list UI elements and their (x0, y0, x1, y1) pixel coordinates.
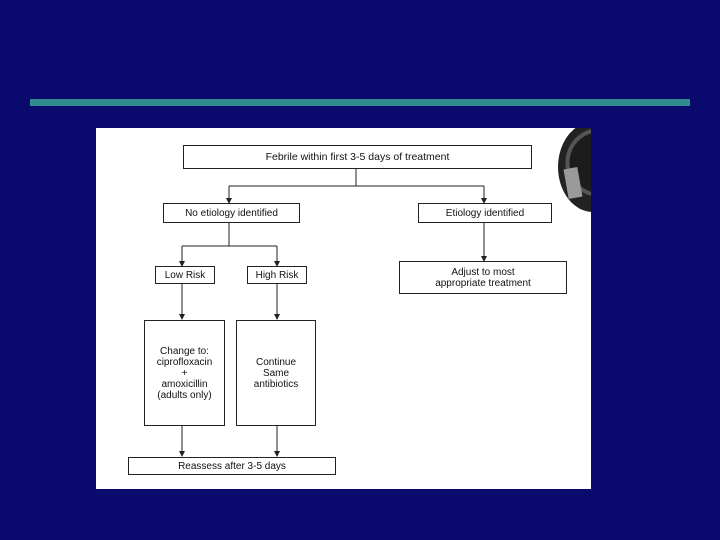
flowchart-panel: Febrile within first 3-5 days of treatme… (96, 128, 591, 489)
high-risk-box: High Risk (247, 266, 307, 284)
continue-antibiotics-box: Continue Same antibiotics (236, 320, 316, 426)
febrile-box: Febrile within first 3-5 days of treatme… (183, 145, 532, 169)
low-risk-box: Low Risk (155, 266, 215, 284)
no-etiology-box: No etiology identified (163, 203, 300, 223)
title-divider-bar (30, 99, 690, 106)
etiology-box: Etiology identified (418, 203, 552, 223)
change-to-box: Change to: ciprofloxacin + amoxicillin (… (144, 320, 225, 426)
reassess-box: Reassess after 3-5 days (128, 457, 336, 475)
adjust-treatment-box: Adjust to most appropriate treatment (399, 261, 567, 294)
flowchart-connectors (179, 169, 487, 457)
